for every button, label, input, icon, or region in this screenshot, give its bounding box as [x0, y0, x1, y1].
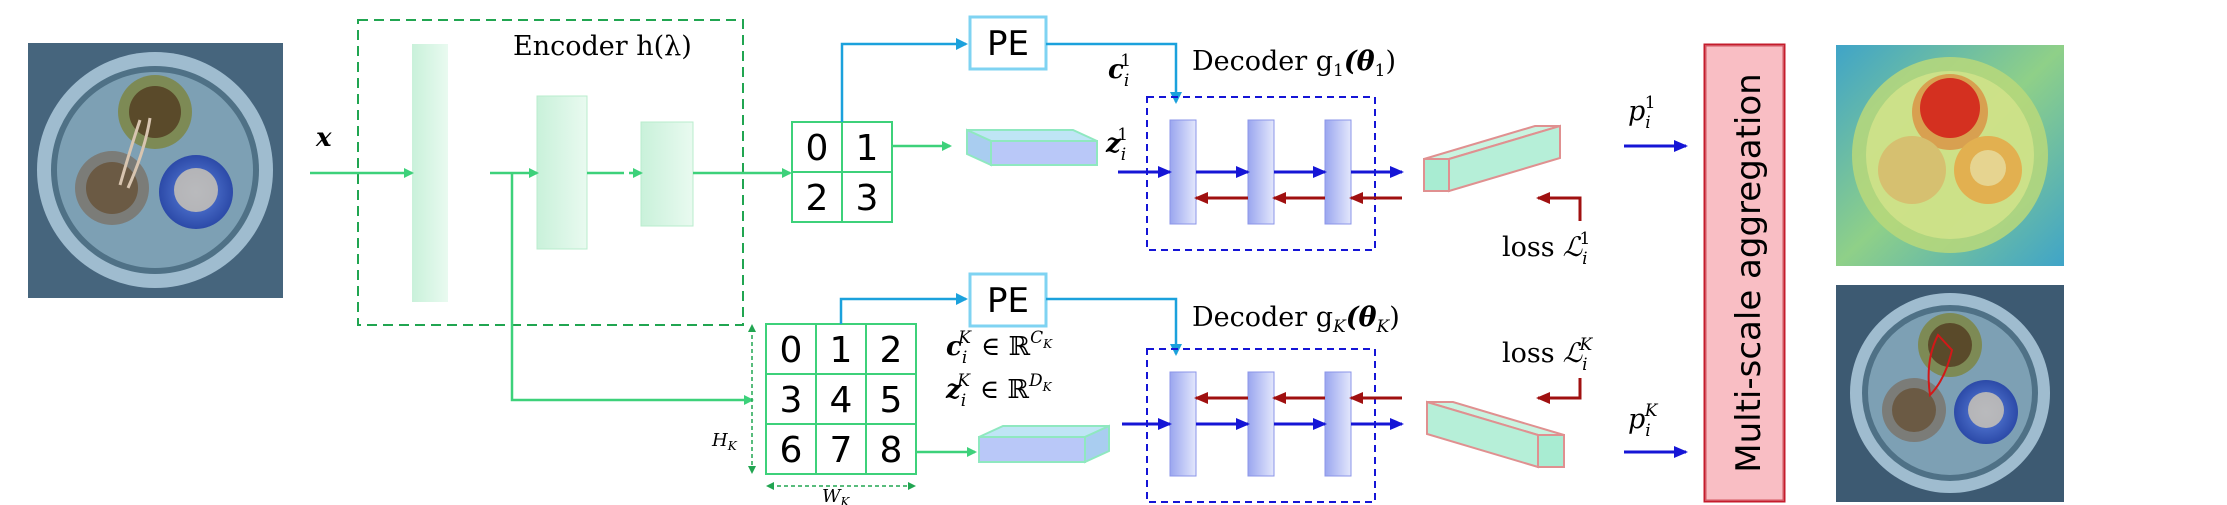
output-tensor-top [1423, 124, 1561, 193]
pe-top-label: PE [987, 24, 1029, 64]
cond-bottom-z: ziK∈ ℝDK [945, 371, 1053, 411]
pe-arrows [839, 38, 1182, 356]
decoder-top-title: Decoder g1(θ1) [1192, 46, 1396, 81]
grid-top-cell: 1 [856, 128, 879, 169]
height-label: HK [711, 430, 738, 453]
grid-bottom-cell: 1 [830, 330, 853, 371]
input-label: x [315, 123, 332, 153]
feature-tensor-top [966, 128, 1098, 167]
output-heatmap-image [1836, 45, 2064, 266]
grid-top: 0 1 2 3 [791, 121, 893, 223]
pe-top: PE [968, 15, 1048, 71]
decoder-bottom-title: Decoder gK(θK) [1192, 302, 1400, 337]
encoder-title: Encoder h(λ) [513, 31, 692, 62]
cond-top-z: zi1 [1105, 125, 1128, 165]
grid-bottom-dimensions [751, 328, 912, 487]
prob-top-label: pi1 [1628, 93, 1656, 133]
output-tensor-bottom [1426, 400, 1565, 469]
grid-bottom-cell: 0 [780, 330, 803, 371]
grid-bottom-cell: 8 [880, 430, 903, 471]
output-segmentation-image [1836, 285, 2064, 502]
prob-bottom-label: piK [1628, 401, 1659, 441]
loss-bottom-arrow [1536, 378, 1582, 404]
grid-bottom-cell: 4 [830, 380, 853, 421]
loss-top-arrow [1536, 192, 1582, 221]
encoder-flow-arrows [310, 168, 792, 405]
grid-top-cell: 2 [806, 178, 829, 219]
grid-bottom-cell: 7 [830, 430, 853, 471]
aggregation-block: Multi-scale aggregation [1703, 43, 1786, 503]
grid-bottom: 0 1 2 3 4 5 6 7 8 [765, 323, 917, 475]
aggregation-label: Multi-scale aggregation [1729, 73, 1769, 472]
pe-bottom-label: PE [987, 281, 1029, 321]
cond-bottom-c: ciK∈ ℝCK [946, 328, 1053, 368]
feature-tensor-bottom [978, 424, 1110, 464]
cond-top-c: ci1 [1108, 51, 1131, 91]
grid-bottom-cell: 2 [880, 330, 903, 371]
grid-bottom-cell: 5 [880, 380, 903, 421]
encoder: Encoder h(λ) [357, 19, 744, 326]
grid-top-cell: 3 [856, 178, 879, 219]
grid-bottom-cell: 3 [780, 380, 803, 421]
input-image [28, 43, 283, 298]
grid-bottom-cell: 6 [780, 430, 803, 471]
pe-bottom: PE [968, 272, 1048, 328]
decoder-top [1146, 96, 1376, 251]
grid-top-cell: 0 [806, 128, 829, 169]
decoder-bottom [1146, 348, 1376, 503]
width-label: WK [822, 486, 851, 505]
